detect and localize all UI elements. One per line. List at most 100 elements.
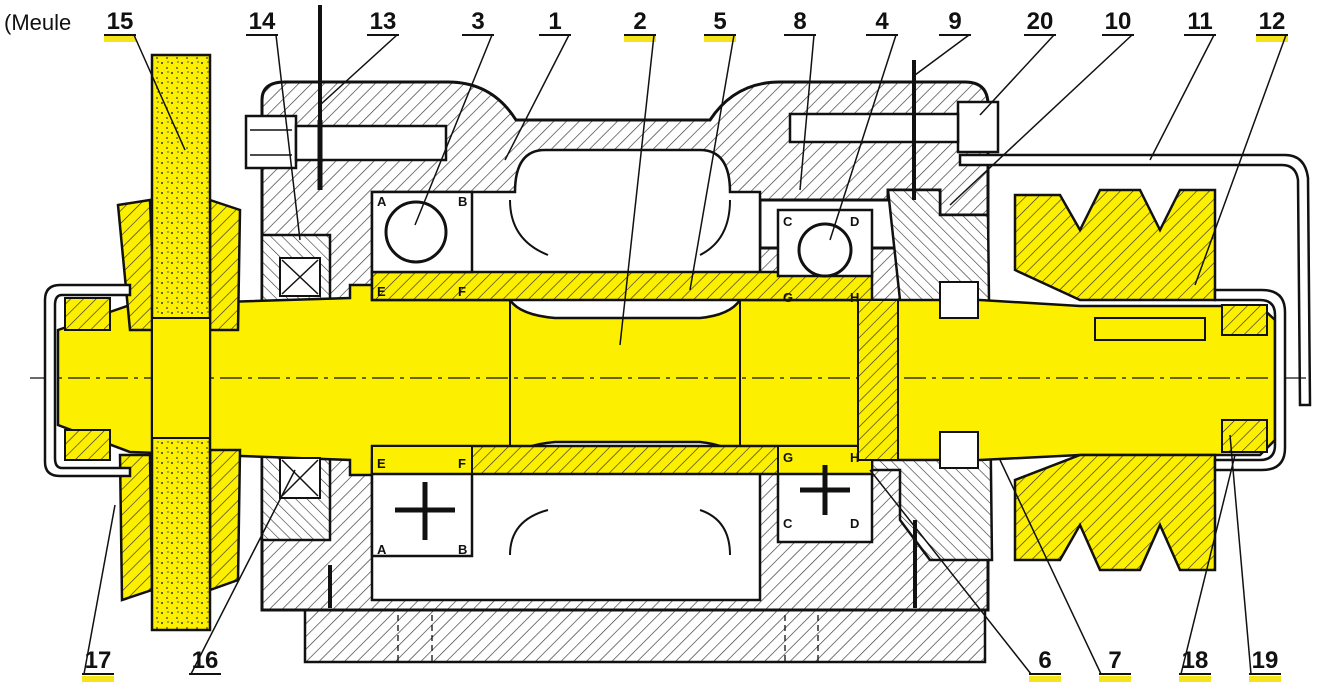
callout-number: 19 xyxy=(1252,647,1279,674)
callout-number: 17 xyxy=(85,647,112,674)
callout-number: 12 xyxy=(1259,8,1286,35)
callout-11: 11 xyxy=(1149,8,1216,161)
right-cap xyxy=(1213,288,1287,472)
point-label: D xyxy=(850,516,859,531)
callout-19: 19 xyxy=(1229,434,1281,682)
highlight-mark xyxy=(82,676,114,682)
highlight-mark xyxy=(1179,676,1211,682)
callout-leader xyxy=(133,34,186,151)
nut xyxy=(857,299,899,461)
point-label: H xyxy=(850,450,859,465)
pulley xyxy=(1013,188,1217,572)
callout-12: 12 xyxy=(1194,8,1288,286)
callout-number: 20 xyxy=(1027,8,1054,35)
belt-guard xyxy=(958,153,1312,407)
point-label: C xyxy=(783,516,793,531)
callout-leader xyxy=(319,34,398,106)
highlight-mark xyxy=(624,36,656,42)
point-label: G xyxy=(783,290,793,305)
point-label: B xyxy=(458,542,467,557)
bearing-left xyxy=(370,190,474,558)
left-bolt xyxy=(244,5,448,190)
point-label: D xyxy=(850,214,859,229)
point-label: G xyxy=(783,450,793,465)
callout-5: 5 xyxy=(689,8,736,291)
point-label: H xyxy=(850,290,859,305)
callout-14: 14 xyxy=(246,8,301,241)
callout-number: 7 xyxy=(1108,647,1121,674)
highlight-mark xyxy=(1099,676,1131,682)
callout-number: 6 xyxy=(1038,647,1051,674)
point-label: A xyxy=(377,542,387,557)
callout-leader xyxy=(949,34,1133,206)
callout-leader xyxy=(190,469,296,675)
callout-3: 3 xyxy=(414,8,494,226)
callout-number: 18 xyxy=(1182,647,1209,674)
grinding-wheel xyxy=(116,53,242,632)
callout-leader xyxy=(999,459,1102,675)
callout-9: 9 xyxy=(914,8,971,76)
callout-6: 6 xyxy=(869,469,1061,682)
callout-20: 20 xyxy=(979,8,1056,116)
callout-13: 13 xyxy=(319,8,399,106)
callouts-bottom: 17 16 6 7 18 19 xyxy=(82,434,1281,682)
callout-leader xyxy=(914,34,970,76)
callout-4: 4 xyxy=(829,8,898,241)
callout-number: 14 xyxy=(249,8,276,35)
callout-number: 8 xyxy=(793,8,806,35)
callout-number: 9 xyxy=(948,8,961,35)
point-labels: A B E F C D G H E F A B G H C D xyxy=(377,194,859,557)
callout-1: 1 xyxy=(504,8,571,161)
callout-2: 2 xyxy=(619,8,656,346)
callout-number: 13 xyxy=(370,8,397,35)
callout-leader xyxy=(619,34,655,346)
highlight-mark xyxy=(1029,676,1061,682)
highlight-mark xyxy=(1249,676,1281,682)
point-label: A xyxy=(377,194,387,209)
callout-number: 11 xyxy=(1187,8,1212,35)
callout-leader xyxy=(275,34,301,241)
callout-8: 8 xyxy=(784,8,816,191)
point-label: E xyxy=(377,456,386,471)
point-label: B xyxy=(458,194,467,209)
point-label: F xyxy=(458,456,466,471)
callout-number: 5 xyxy=(713,8,726,35)
caption: (Meule xyxy=(4,10,72,35)
callout-number: 10 xyxy=(1105,8,1132,35)
callout-number: 1 xyxy=(548,8,561,35)
callout-leader xyxy=(83,504,116,675)
highlight-mark xyxy=(1256,36,1288,42)
callout-leader xyxy=(689,34,735,291)
callout-number: 3 xyxy=(471,8,484,35)
callout-17: 17 xyxy=(82,504,116,682)
point-label: C xyxy=(783,214,793,229)
callout-leader xyxy=(414,34,493,226)
callout-leader xyxy=(1149,34,1215,161)
callout-leader xyxy=(504,34,570,161)
bearing-right xyxy=(776,208,874,544)
highlight-mark xyxy=(704,36,736,42)
callout-leader xyxy=(1229,434,1252,675)
callout-leader xyxy=(1180,454,1236,675)
highlight-mark xyxy=(104,36,136,42)
callout-leader xyxy=(1194,34,1287,286)
seals xyxy=(279,257,979,499)
callout-number: 2 xyxy=(633,8,646,35)
callout-10: 10 xyxy=(949,8,1134,206)
callout-leader xyxy=(869,469,1032,675)
callout-number: 4 xyxy=(875,8,889,35)
callout-15: 15 xyxy=(104,8,186,151)
callout-leader xyxy=(829,34,897,241)
callout-leader xyxy=(799,34,815,191)
point-label: F xyxy=(458,284,466,299)
callout-number: 16 xyxy=(192,647,219,674)
point-label: E xyxy=(377,284,386,299)
callout-7: 7 xyxy=(999,459,1131,682)
right-bolt xyxy=(788,60,1000,200)
callout-18: 18 xyxy=(1179,454,1236,682)
callout-number: 15 xyxy=(107,8,134,35)
left-cap xyxy=(43,283,132,478)
callout-leader xyxy=(979,34,1055,116)
